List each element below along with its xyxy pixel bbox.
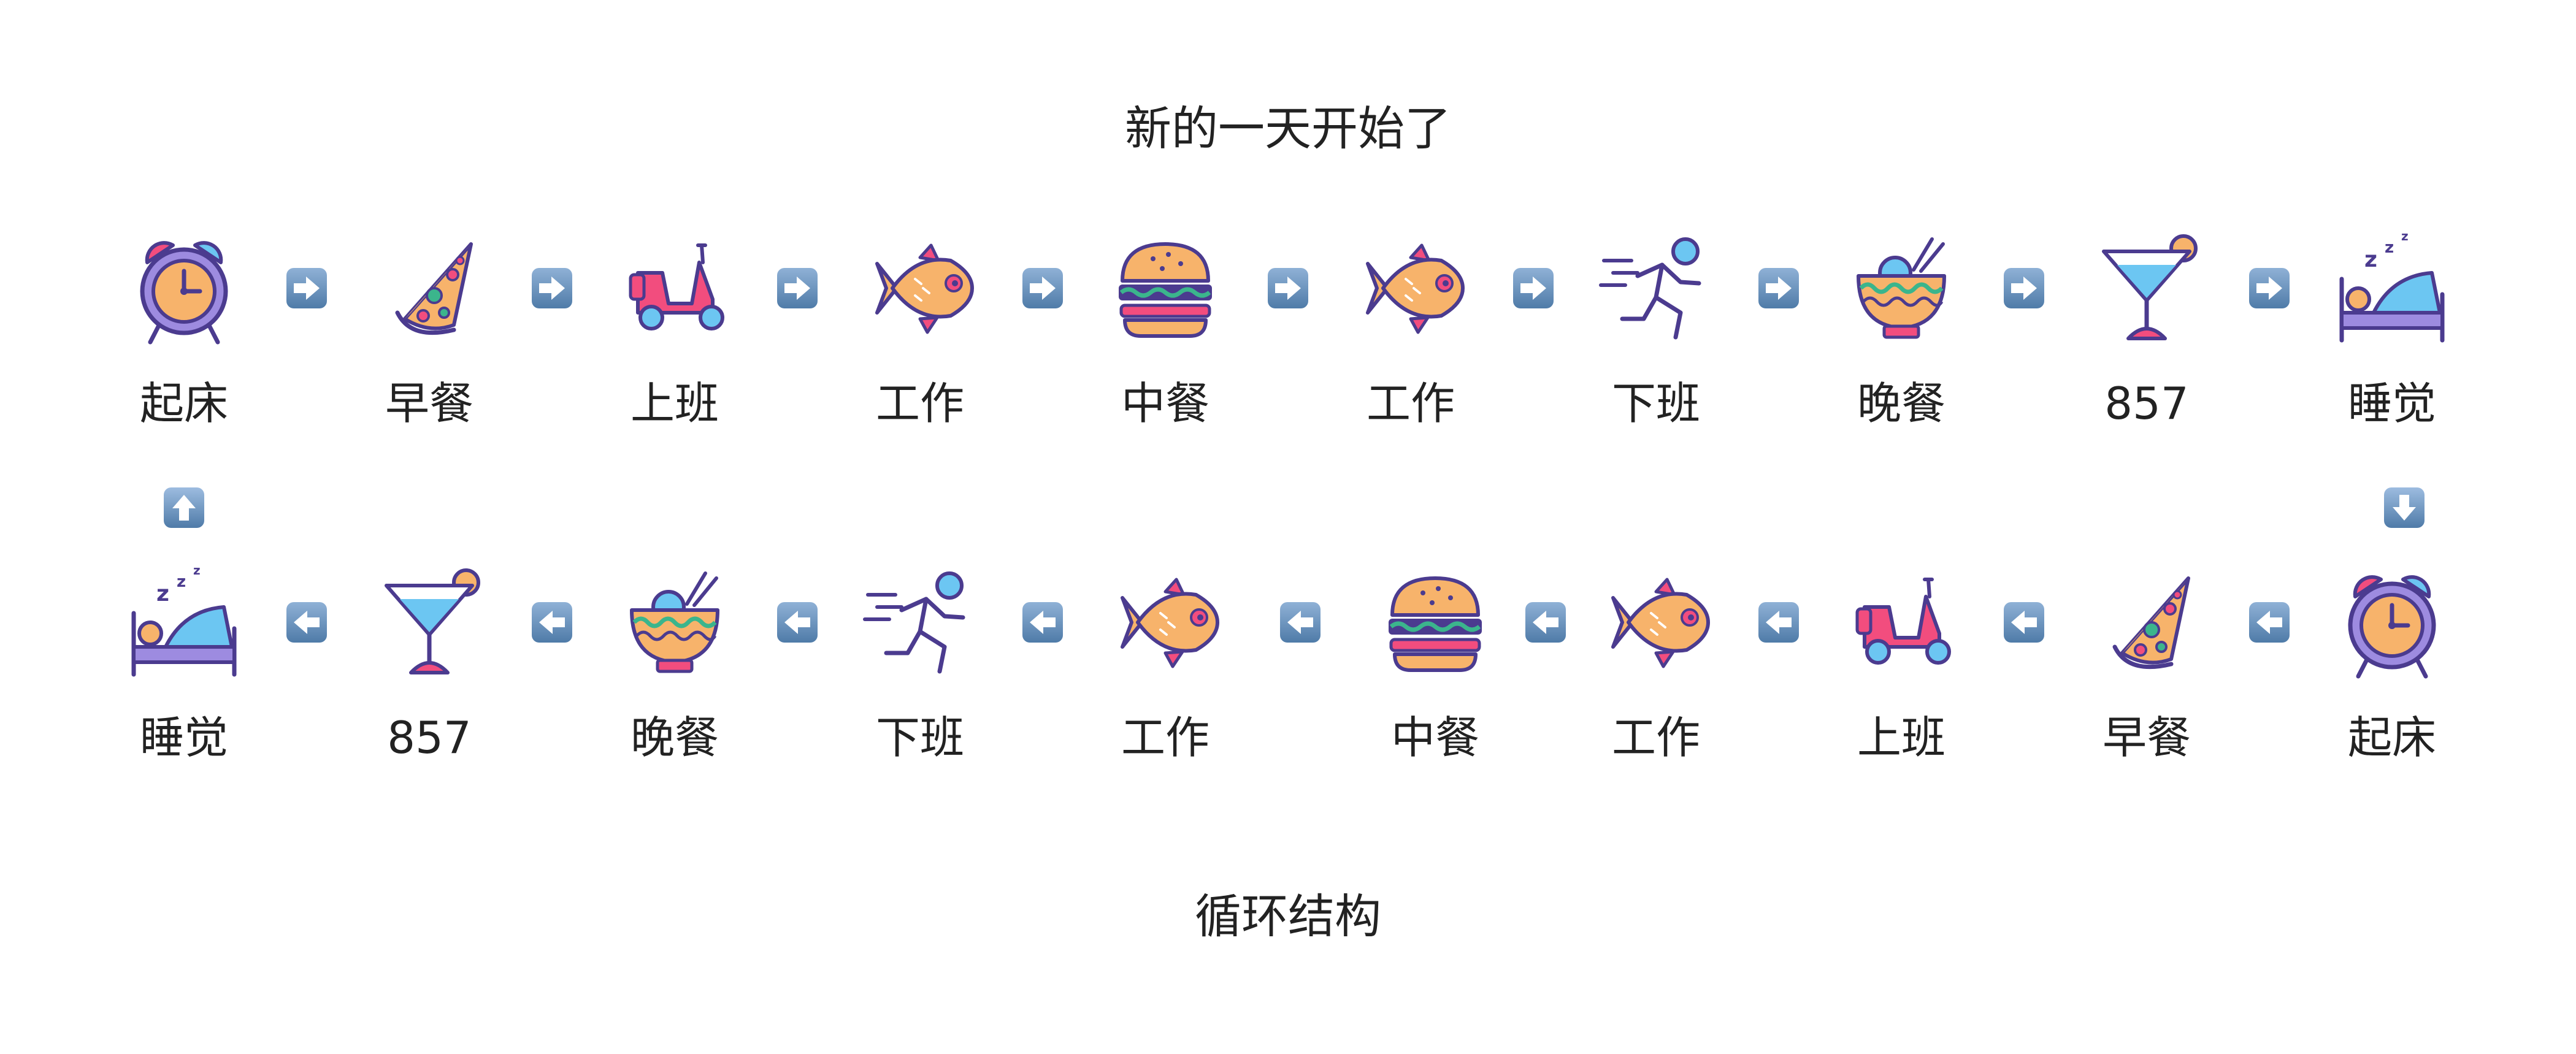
step-node: 早餐 [2055, 561, 2239, 806]
running-person-icon [1599, 237, 1701, 340]
step-node: 中餐 [1343, 561, 1527, 806]
step-node: 857 [2055, 227, 2239, 472]
step-node: 晚餐 [583, 561, 767, 806]
svg-text:z: z [2401, 229, 2409, 243]
step-node: 工作 [1073, 561, 1257, 806]
step-node: z z z 睡觉 [92, 561, 276, 806]
cocktail-icon [2102, 234, 2198, 340]
step-node: 857 [337, 561, 521, 806]
noodle-bowl-icon [1857, 237, 1946, 339]
step-label: 中餐 [1390, 712, 1479, 763]
step-label: 晚餐 [630, 712, 719, 763]
step-node: z z z 睡觉 [2300, 227, 2484, 472]
arrow-right-icon [1021, 267, 1064, 310]
fish-icon [1121, 578, 1219, 668]
step-node: 中餐 [1073, 227, 1257, 472]
step-label: 睡觉 [139, 712, 228, 763]
step-node: 早餐 [337, 227, 521, 472]
arrow-right-icon [285, 267, 328, 310]
arrow-left-icon [1524, 601, 1567, 644]
svg-text:z: z [156, 581, 169, 606]
arrow-up-icon [163, 486, 205, 529]
arrow-right-icon [1267, 267, 1309, 310]
diagram-title: 新的一天开始了 [1125, 101, 1451, 156]
arrow-left-icon [1279, 601, 1322, 644]
step-node: 起床 [92, 227, 276, 472]
arrow-right-icon [1757, 267, 1800, 310]
step-label: 上班 [1857, 712, 1945, 763]
step-label: 起床 [139, 378, 228, 429]
alarm-clock-icon [140, 241, 228, 345]
arrow-left-icon [285, 601, 328, 644]
step-label: 工作 [875, 378, 964, 429]
arrow-left-icon [1757, 601, 1800, 644]
step-label: 下班 [875, 712, 964, 763]
scooter-icon [1855, 578, 1951, 665]
return-sequence-row: z z z 睡觉 857 晚餐 下班 [0, 561, 2576, 806]
running-person-icon [863, 571, 965, 674]
step-label: 上班 [630, 378, 719, 429]
step-label: 工作 [1366, 378, 1455, 429]
step-label: 早餐 [385, 378, 473, 429]
arrow-right-icon [531, 267, 573, 310]
step-label: 工作 [1121, 712, 1209, 763]
step-label: 中餐 [1121, 378, 1209, 429]
step-node: 上班 [1809, 561, 1993, 806]
step-node: 晚餐 [1809, 227, 1993, 472]
arrow-left-icon [1021, 601, 1064, 644]
step-node: 工作 [1319, 227, 1503, 472]
svg-text:z: z [2364, 247, 2377, 272]
step-label: 睡觉 [2347, 378, 2436, 429]
arrow-right-icon [2003, 267, 2045, 310]
step-label: 工作 [1611, 712, 1700, 763]
svg-text:z: z [2385, 239, 2394, 257]
arrow-left-icon [2248, 601, 2291, 644]
step-label: 857 [387, 712, 472, 763]
step-node: 起床 [2300, 561, 2484, 806]
fish-icon [875, 243, 974, 334]
step-node: 下班 [828, 561, 1012, 806]
pizza-icon [395, 242, 473, 335]
arrow-left-icon [776, 601, 819, 644]
loop-structure-caption: 循环结构 [1195, 889, 1381, 944]
fish-icon [1611, 578, 1710, 668]
step-label: 起床 [2347, 712, 2436, 763]
forward-sequence-row: 起床 早餐 上班 工作 中餐 [0, 227, 2576, 472]
step-node: 下班 [1564, 227, 1748, 472]
fish-icon [1366, 243, 1465, 334]
step-label: 857 [2104, 378, 2189, 429]
sleeping-bed-icon: z z z [2339, 229, 2445, 343]
step-node: 工作 [1564, 561, 1748, 806]
arrow-left-icon [531, 601, 573, 644]
scooter-icon [629, 243, 724, 330]
arrow-right-icon [1512, 267, 1555, 310]
step-label: 晚餐 [1857, 378, 1945, 429]
step-label: 下班 [1611, 378, 1700, 429]
arrow-down-icon [2383, 486, 2426, 529]
svg-text:z: z [177, 573, 186, 591]
svg-text:z: z [193, 563, 201, 578]
alarm-clock-icon [2348, 575, 2436, 679]
step-node: 上班 [583, 227, 767, 472]
arrow-right-icon [2248, 267, 2291, 310]
pizza-icon [2112, 576, 2190, 670]
arrow-right-icon [776, 267, 819, 310]
step-label: 早餐 [2102, 712, 2191, 763]
arrow-left-icon [2003, 601, 2045, 644]
cocktail-icon [385, 568, 480, 674]
burger-icon [1119, 242, 1212, 338]
step-node: 工作 [828, 227, 1012, 472]
sleeping-bed-icon: z z z [131, 563, 237, 677]
burger-icon [1389, 576, 1482, 672]
noodle-bowl-icon [630, 571, 719, 673]
